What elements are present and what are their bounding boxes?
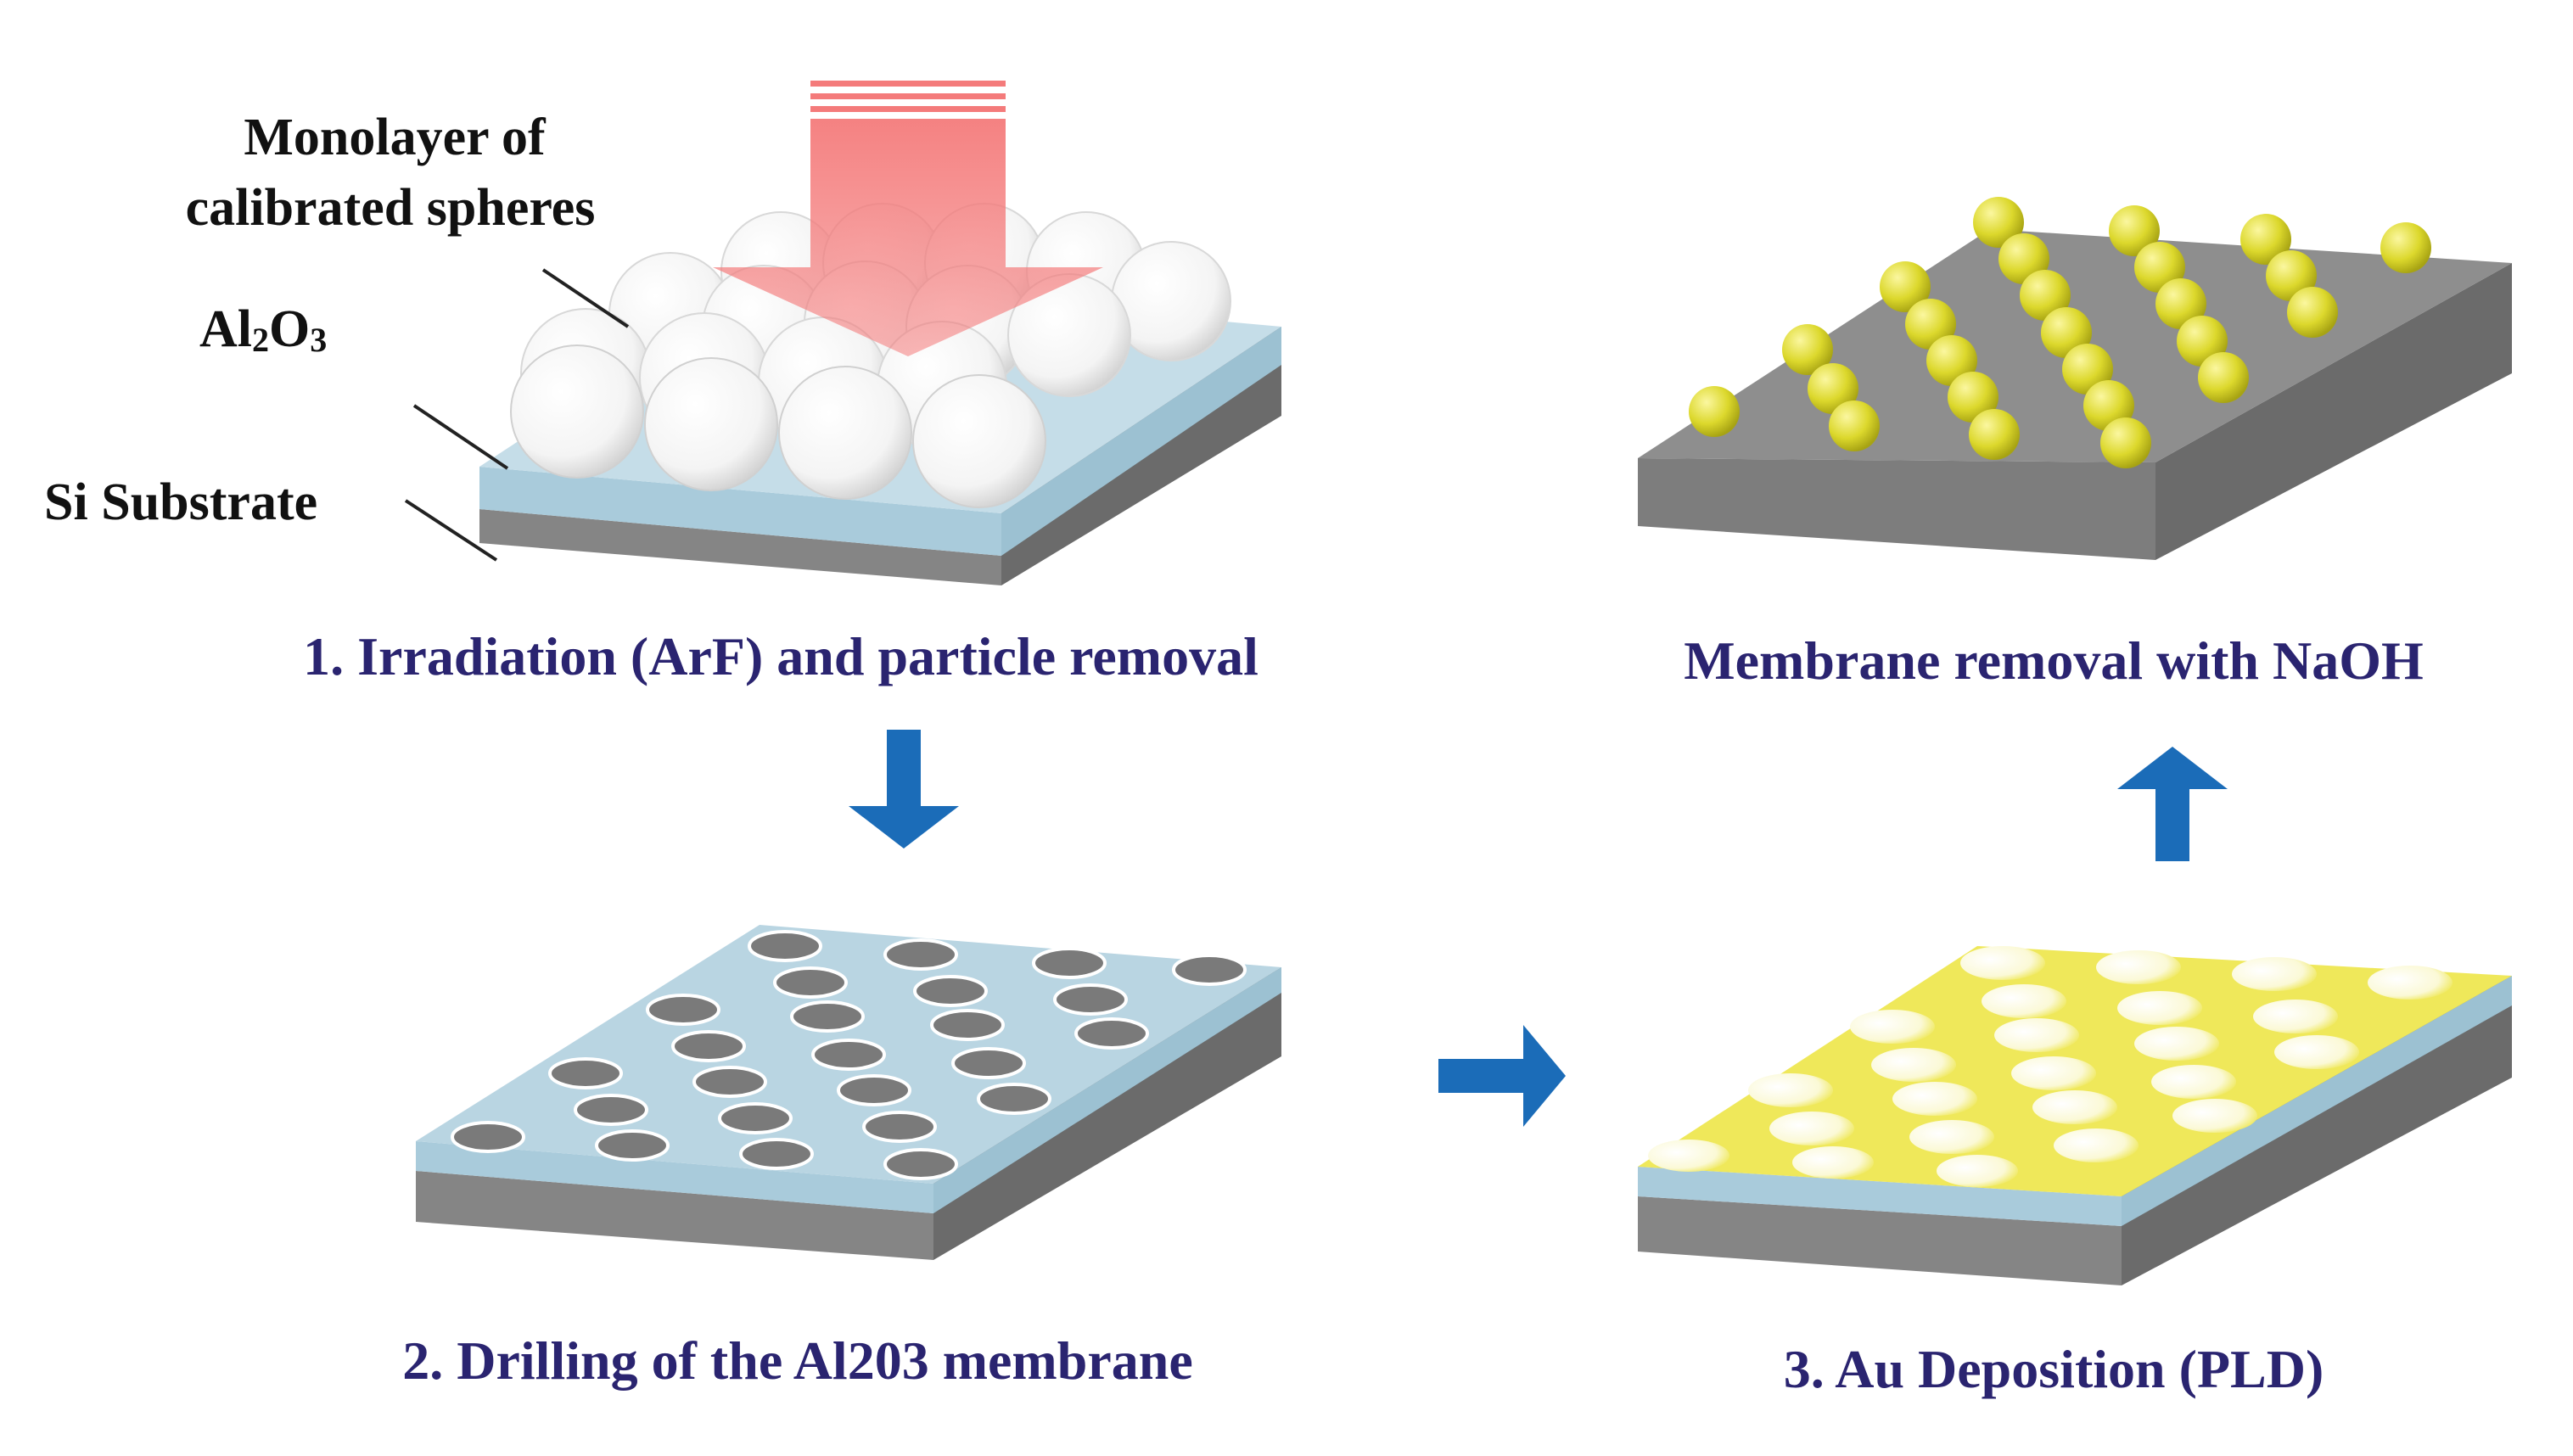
- panel2-alumina-front: [416, 1141, 933, 1213]
- panel4-substrate-side: [2155, 263, 2512, 560]
- label-si-substrate: Si Substrate: [44, 473, 317, 531]
- step2-caption: 2. Drilling of the Al203 membrane: [402, 1330, 1192, 1391]
- laser-arrow-icon: [713, 81, 1103, 356]
- panel1-alumina-side: [1001, 327, 1281, 556]
- panel-1-sphere-monolayer: Monolayer of calibrated spheres Al2O3 Si…: [44, 81, 1281, 686]
- panel2-substrate-front: [416, 1171, 933, 1260]
- up-arrow-icon: [2117, 747, 2228, 861]
- label-monolayer-line1: Monolayer of: [244, 109, 547, 166]
- panel3-alumina-front: [1638, 1167, 2122, 1226]
- panel3-alumina-side: [2122, 976, 2512, 1226]
- pointer-al2o3: [412, 404, 509, 470]
- pointer-si-substrate: [404, 499, 498, 562]
- panel-2-drilled-membrane: 2. Drilling of the Al203 membrane: [402, 925, 1281, 1391]
- step3-caption: 3. Au Deposition (PLD): [1784, 1339, 2324, 1399]
- gold-dimples: [1648, 946, 2452, 1187]
- pointer-monolayer: [541, 268, 630, 328]
- gold-nanoparticles: [1689, 197, 2431, 468]
- label-monolayer-line2: calibrated spheres: [186, 179, 596, 237]
- label-al2o3: Al2O3: [199, 300, 327, 359]
- panel2-alumina-side: [933, 967, 1281, 1213]
- right-arrow-icon: [1438, 1025, 1566, 1127]
- panel-3-au-deposition: 3. Au Deposition (PLD): [1638, 946, 2512, 1399]
- drilled-holes: [451, 930, 1247, 1180]
- step1-caption: 1. Irradiation (ArF) and particle remova…: [303, 626, 1258, 686]
- down-arrow-icon: [849, 730, 959, 848]
- panel1-alumina-front: [479, 467, 1001, 556]
- step4-caption: Membrane removal with NaOH: [1684, 630, 2424, 691]
- panel1-substrate-front: [479, 509, 1001, 585]
- panel4-substrate-front: [1638, 458, 2155, 560]
- panel-4-gold-nanoparticles: Membrane removal with NaOH: [1638, 197, 2512, 691]
